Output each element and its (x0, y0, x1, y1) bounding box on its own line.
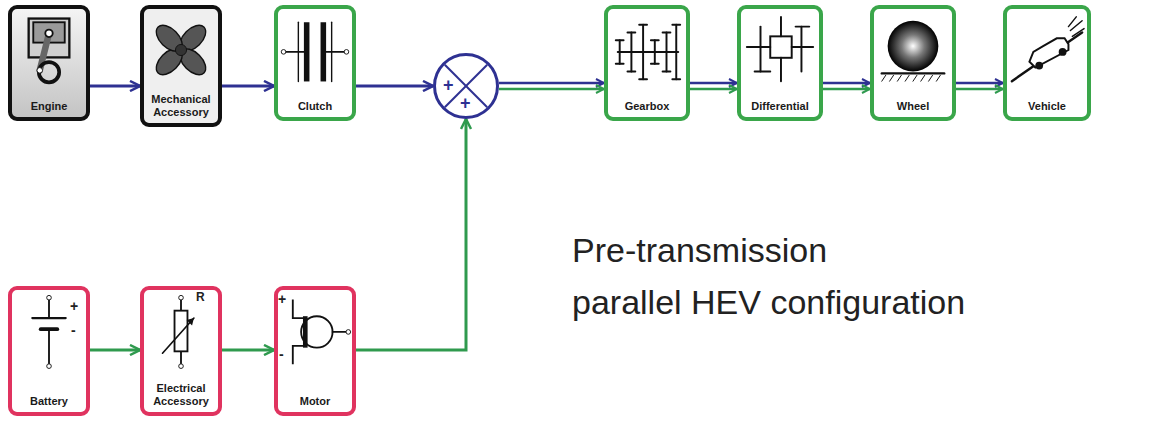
resistor-icon (163, 295, 194, 368)
box-label: Battery (14, 395, 84, 408)
box-label: Clutch (280, 100, 350, 113)
gearbox-icon (616, 25, 680, 80)
power-flow-connector (690, 83, 737, 89)
clutch-illustration (278, 11, 352, 89)
terminal-sign: - (279, 346, 284, 362)
box-label: Differential (743, 100, 817, 113)
diff-illustration (741, 11, 819, 89)
caption-line: parallel HEV configuration (572, 284, 965, 320)
power-flow-connector (222, 350, 274, 351)
gearbox-box: Gearbox (604, 5, 690, 121)
accessory-box: Electrical Accessory (140, 286, 222, 416)
vehicle-box: Vehicle (1003, 5, 1091, 121)
terminal-sign: + (70, 298, 78, 314)
connector-line (499, 82, 604, 85)
box-label: Mechanical Accessory (146, 93, 216, 119)
connector-line (222, 85, 274, 88)
connector-line (823, 88, 870, 91)
differential-box: Differential (737, 5, 823, 121)
wheel-illustration (874, 11, 952, 89)
clutch-icon (281, 22, 349, 81)
engine-illustration (12, 11, 86, 89)
motor-box: Motor (274, 286, 356, 416)
connector-line (690, 88, 737, 91)
summing-junction: ++ (433, 53, 499, 119)
fan-illustration (144, 11, 218, 89)
power-flow-connector (823, 83, 870, 89)
power-flow-connector (956, 83, 1003, 89)
power-flow-connector (356, 119, 466, 350)
power-flow-connector (499, 83, 604, 89)
diff-icon (747, 17, 813, 81)
wheel-box: Wheel (870, 5, 956, 121)
engine-icon (29, 19, 70, 83)
sign-label: + (460, 94, 471, 112)
vehicle-illustration (1007, 11, 1087, 89)
box-label: Engine (14, 100, 84, 113)
terminal-sign: + (278, 291, 286, 307)
terminal-sign: - (71, 322, 76, 338)
connector-line (690, 82, 737, 85)
resistor-illustration (144, 292, 218, 370)
connector-line (956, 88, 1003, 91)
gearbox-illustration (608, 11, 686, 89)
sign-label: + (443, 76, 454, 94)
battery-icon (32, 295, 65, 368)
accessory-box: Mechanical Accessory (140, 5, 222, 127)
connector-line (356, 119, 466, 350)
connector-line (222, 349, 274, 352)
connector-line (956, 82, 1003, 85)
connector-line (823, 82, 870, 85)
box-label: Electrical Accessory (146, 382, 216, 408)
box-label: Gearbox (610, 100, 684, 113)
connector-line (90, 85, 140, 88)
clutch-box: Clutch (274, 5, 356, 121)
connector-line (90, 349, 140, 352)
fan-icon (152, 21, 211, 80)
caption-line: Pre-transmission (572, 232, 827, 268)
vehicle-icon (1012, 17, 1084, 81)
power-flow-connector (222, 86, 274, 87)
wheel-icon (882, 21, 944, 81)
connector-line (356, 85, 433, 88)
power-flow-connector (90, 86, 140, 87)
motor-illustration (278, 292, 352, 370)
power-flow-connector (356, 86, 433, 87)
box-label: Vehicle (1009, 100, 1085, 113)
connector-line (499, 88, 604, 91)
power-flow-connector (90, 350, 140, 351)
resistor-symbol-label: R (196, 290, 205, 304)
box-label: Wheel (876, 100, 950, 113)
box-label: Motor (280, 395, 350, 408)
engine-box: Engine (8, 5, 90, 121)
motor-icon (293, 300, 351, 365)
